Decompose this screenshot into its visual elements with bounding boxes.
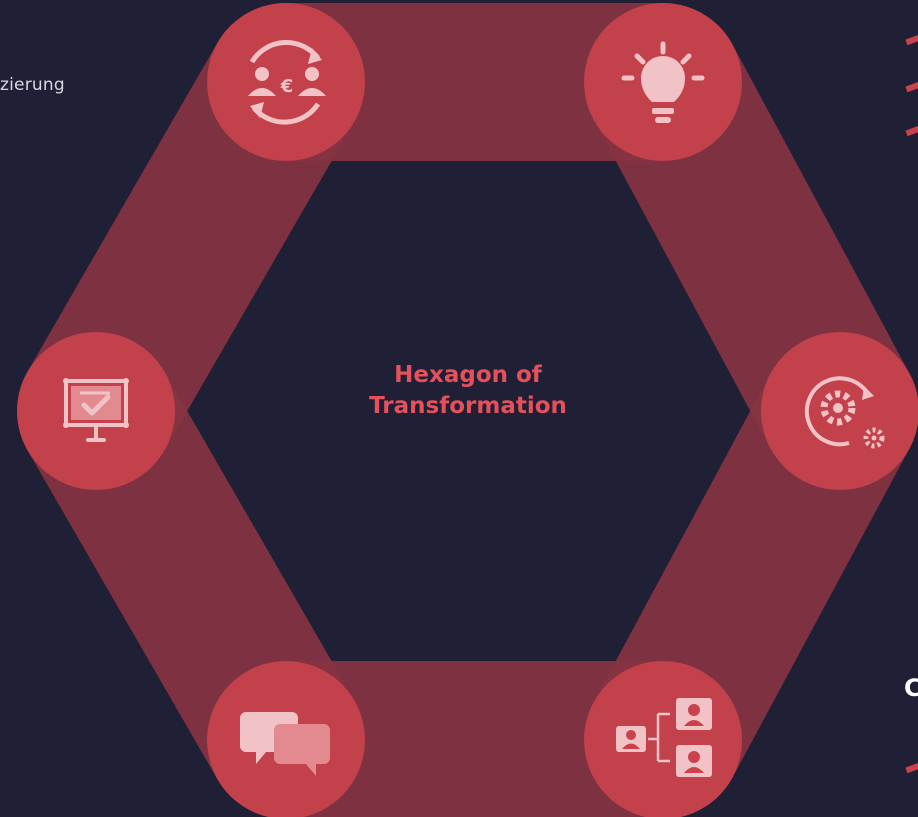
idea-node[interactable] — [584, 3, 742, 161]
org-chart-icon — [616, 698, 712, 777]
people-euro-exchange-icon: € — [248, 39, 326, 125]
right-edge-heading-letter: C — [904, 674, 918, 702]
hexagon-title-line1: Hexagon of — [394, 362, 542, 388]
presentation-node[interactable] — [17, 332, 175, 490]
left-edge-text: zierung — [0, 75, 65, 95]
lightbulb-icon — [621, 41, 705, 123]
chat-bubbles-icon — [240, 712, 330, 776]
finance-exchange-node[interactable]: € — [207, 3, 365, 161]
gears-cycle-icon — [804, 376, 885, 449]
presentation-check-icon — [63, 378, 129, 442]
hexagon-title-line2: Transformation — [369, 393, 567, 419]
automation-node[interactable] — [761, 332, 918, 490]
hexagon-title: Hexagon of Transformation — [318, 360, 618, 422]
communication-node[interactable] — [207, 661, 365, 817]
org-structure-node[interactable] — [584, 661, 742, 817]
svg-text:€: € — [280, 76, 294, 97]
